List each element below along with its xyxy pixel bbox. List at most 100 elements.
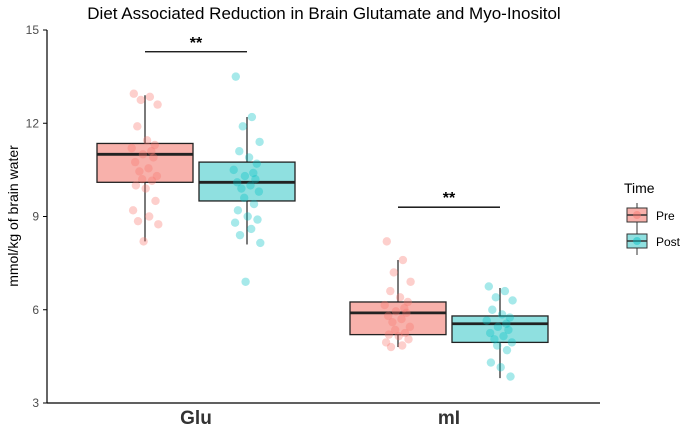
pre-data-point <box>406 277 415 286</box>
pre-data-point <box>404 335 413 344</box>
post-data-point <box>244 153 254 162</box>
post-data-point <box>482 316 491 325</box>
post-data-point <box>507 338 517 347</box>
pre-data-point <box>127 143 136 153</box>
pre-data-point <box>380 300 389 310</box>
post-data-point <box>496 363 505 372</box>
post-data-point <box>235 230 245 240</box>
post-data-point <box>251 175 260 184</box>
post-data-point <box>505 313 514 322</box>
pre-data-point <box>400 303 409 313</box>
post-data-point <box>254 187 264 196</box>
pre-data-point <box>384 330 394 339</box>
pre-data-point <box>154 220 163 229</box>
pre-data-point <box>384 311 393 321</box>
pre-data-point <box>381 338 391 347</box>
y-tick-label: 15 <box>26 23 40 37</box>
pre-data-point <box>386 342 396 352</box>
pre-data-point <box>145 92 155 102</box>
legend-key-point <box>633 211 641 219</box>
pre-data-point <box>139 237 148 246</box>
post-data-point <box>252 159 261 168</box>
pre-data-point <box>382 237 391 246</box>
y-axis-label: mmol/kg of brain water <box>5 145 21 287</box>
pre-box <box>349 301 447 336</box>
pre-data-point <box>145 212 154 221</box>
post-data-point <box>504 325 513 335</box>
y-tick-label: 3 <box>32 396 39 410</box>
pre-data-point <box>151 196 160 206</box>
post-data-point <box>497 310 507 319</box>
pre-data-point <box>386 286 395 296</box>
pre-data-point <box>135 167 144 176</box>
post-box <box>451 315 549 344</box>
post-data-point <box>500 286 510 296</box>
post-data-point <box>237 184 246 193</box>
pre-data-point <box>391 307 401 316</box>
pre-data-point <box>131 181 141 190</box>
pre-data-point <box>394 331 403 341</box>
post-data-point <box>486 358 496 367</box>
pre-data-point <box>147 176 157 185</box>
pre-data-point <box>391 325 400 335</box>
pre-data-point <box>389 268 398 277</box>
post-data-point <box>256 238 265 248</box>
pre-data-point <box>153 100 162 109</box>
post-data-point <box>255 137 264 147</box>
post-data-point <box>235 147 244 156</box>
post-data-point <box>240 193 249 203</box>
pre-data-point <box>136 95 145 105</box>
post-data-point <box>238 122 247 131</box>
post-data-point <box>502 319 511 328</box>
legend-title: Time <box>624 180 655 196</box>
post-data-point <box>486 328 495 338</box>
post-data-point <box>502 345 512 355</box>
pre-data-point <box>398 255 408 265</box>
post-data-point <box>230 218 240 227</box>
post-data-point <box>243 212 252 221</box>
significance-label: ** <box>190 35 203 52</box>
pre-data-point <box>129 89 138 98</box>
pre-data-point <box>405 322 415 332</box>
post-data-point <box>506 372 515 381</box>
pre-data-point <box>397 314 406 324</box>
post-data-point <box>484 282 493 291</box>
post-data-point <box>493 322 503 332</box>
pre-data-point <box>402 308 411 318</box>
pre-data-point <box>141 184 150 193</box>
post-data-point <box>233 206 243 215</box>
post-data-point <box>241 277 250 286</box>
pre-data-point <box>138 150 148 159</box>
post-data-point <box>229 165 238 175</box>
pre-data-point <box>131 157 140 167</box>
post-data-point <box>488 305 497 314</box>
post-data-point <box>493 341 502 350</box>
chart-title: Diet Associated Reduction in Brain Gluta… <box>87 4 560 23</box>
post-data-point <box>240 171 250 181</box>
pre-data-point <box>128 206 138 215</box>
pre-data-point <box>403 297 412 307</box>
post-data-point <box>233 178 242 187</box>
pre-data-point <box>144 164 153 173</box>
legend-label-post: Post <box>656 235 681 249</box>
pre-data-point <box>150 140 159 150</box>
post-data-point <box>508 296 517 305</box>
significance-label: ** <box>443 190 456 207</box>
post-data-point <box>249 199 259 209</box>
post-data-point <box>247 112 257 122</box>
y-tick-label: 12 <box>26 116 40 130</box>
y-tick-label: 9 <box>32 210 39 224</box>
pre-data-point <box>147 147 156 156</box>
x-tick-label: Glu <box>180 408 212 427</box>
pre-data-point <box>400 328 410 338</box>
post-data-point <box>491 293 500 302</box>
pre-data-point <box>138 175 147 184</box>
legend-key-point <box>633 237 641 245</box>
post-data-point <box>253 215 262 224</box>
post-data-point <box>249 168 258 178</box>
post-data-point <box>246 181 255 190</box>
pre-data-point <box>388 317 397 327</box>
